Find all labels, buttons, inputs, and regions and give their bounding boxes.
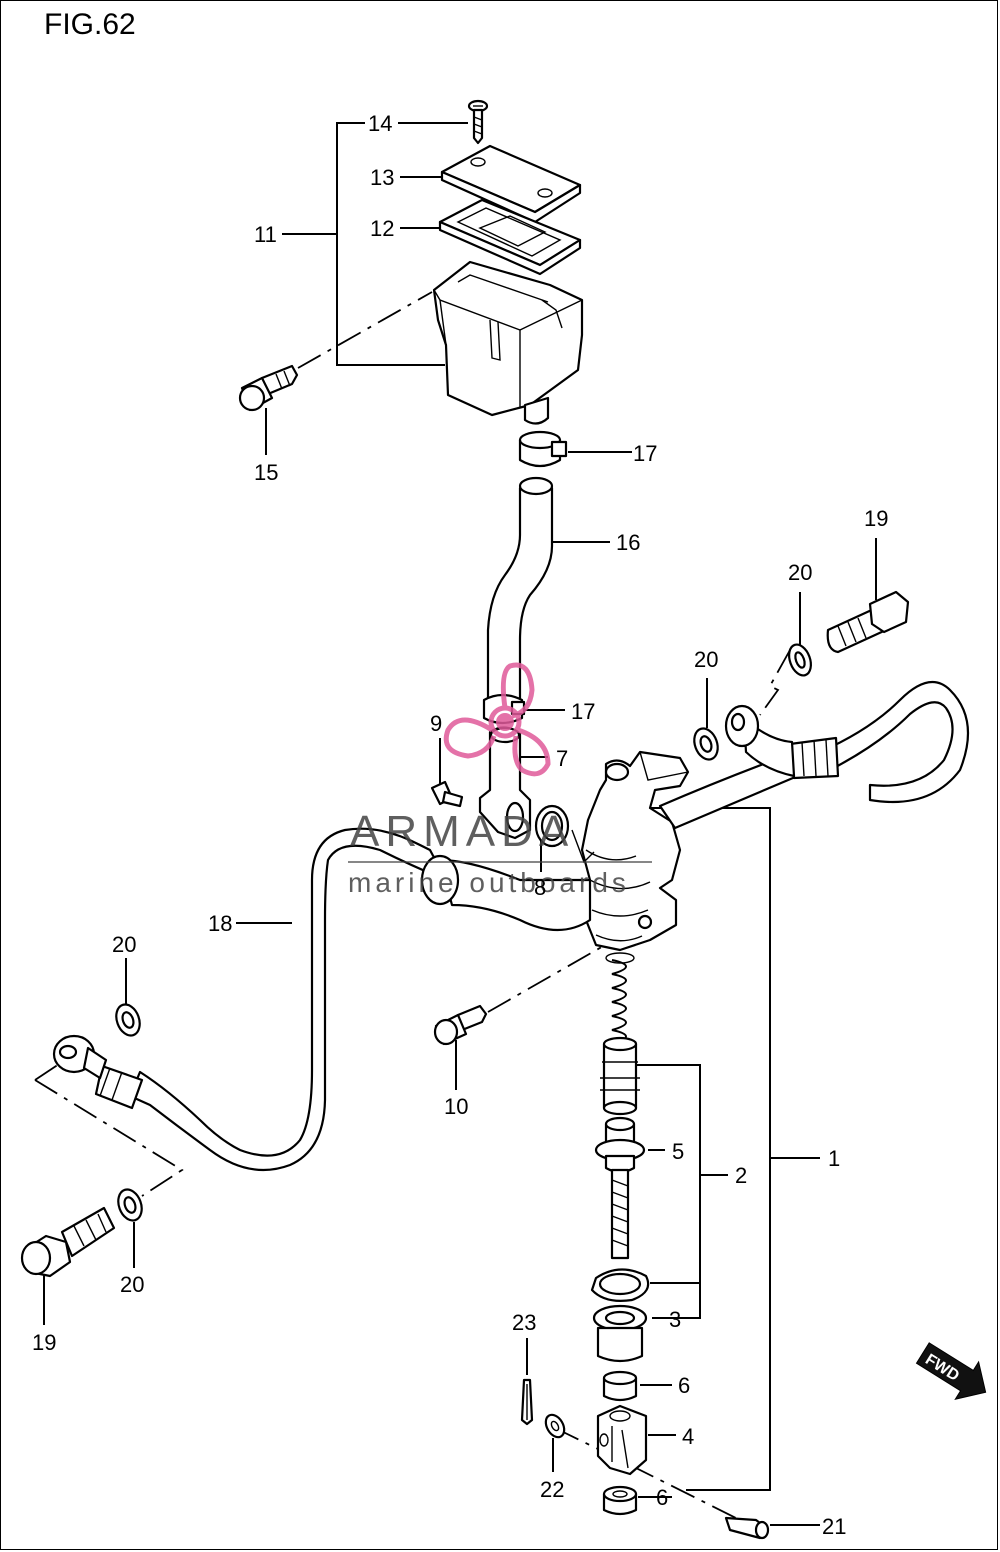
washer-20-c — [115, 1003, 141, 1037]
boot-3 — [592, 1304, 648, 1363]
nut-6-upper — [602, 1370, 638, 1402]
clevis-4 — [596, 1404, 648, 1476]
clamp-17-top — [518, 430, 568, 468]
callout-8: 8 — [534, 875, 546, 900]
callout-4: 4 — [682, 1424, 694, 1449]
callout-3: 3 — [669, 1307, 681, 1332]
callout-9: 9 — [430, 711, 442, 736]
screw-14 — [467, 99, 489, 145]
fwd-arrow-badge: FWD — [915, 1342, 987, 1401]
callout-2: 2 — [735, 1163, 747, 1188]
leader-lines — [43, 122, 877, 1526]
hose-banjo-right — [658, 680, 970, 830]
bolt-15 — [238, 364, 299, 412]
watermark-logo-icon — [443, 662, 551, 777]
callout-1: 1 — [828, 1146, 840, 1171]
callout-12: 12 — [370, 216, 394, 241]
hose-16 — [486, 476, 554, 712]
washer-20-a — [788, 643, 812, 677]
watermark-brand: ARMADA — [350, 807, 574, 856]
push-rod-5 — [594, 1116, 646, 1260]
callout-13: 13 — [370, 165, 394, 190]
callout-14: 14 — [368, 111, 392, 136]
reservoir-tank-11 — [432, 260, 584, 425]
callout-20-c: 20 — [112, 932, 136, 957]
banjo-bolt-19-left — [20, 1206, 116, 1278]
hose-18 — [52, 827, 592, 1172]
callout-23: 23 — [512, 1310, 536, 1335]
callout-10: 10 — [444, 1094, 468, 1119]
callout-16: 16 — [616, 530, 640, 555]
piston-2 — [600, 1036, 640, 1116]
callout-6-lower: 6 — [656, 1485, 668, 1510]
reservoir-cap-13 — [440, 144, 582, 224]
group-bracket-11 — [282, 122, 445, 366]
washer-22 — [544, 1413, 566, 1439]
cotter-pin-23 — [520, 1378, 534, 1426]
callout-5: 5 — [672, 1139, 684, 1164]
callout-17-top: 17 — [633, 441, 657, 466]
callout-20-a: 20 — [788, 560, 812, 585]
watermark-tagline: marine outboards — [348, 867, 630, 898]
watermark: ARMADA marine outboards — [348, 662, 652, 898]
banjo-bolt-19-right — [826, 590, 910, 654]
callout-11: 11 — [254, 222, 277, 247]
group-bracket-2 — [636, 1064, 728, 1319]
washer-20-b — [693, 727, 719, 761]
circlip — [590, 1268, 650, 1302]
callout-7: 7 — [556, 746, 568, 771]
bolt-10 — [433, 1004, 488, 1046]
callout-labels: 14 13 12 11 15 17 16 19 20 20 17 9 7 8 1… — [32, 111, 888, 1539]
diaphragm-12 — [438, 198, 582, 276]
callout-20-b: 20 — [694, 647, 718, 672]
callout-22: 22 — [540, 1477, 564, 1502]
callout-15: 15 — [254, 460, 278, 485]
spring — [605, 952, 635, 1045]
master-cylinder-1 — [571, 750, 690, 952]
screw-9 — [430, 780, 464, 808]
o-ring-8 — [534, 804, 570, 848]
callout-21: 21 — [822, 1514, 846, 1539]
pin-21 — [724, 1516, 770, 1540]
callout-19-right: 19 — [864, 506, 888, 531]
callout-6-upper: 6 — [678, 1373, 690, 1398]
figure-title: FIG.62 — [44, 8, 136, 41]
callout-19-left: 19 — [32, 1330, 56, 1355]
callout-17-lower: 17 — [571, 699, 595, 724]
washer-20-d — [117, 1188, 143, 1222]
callout-18: 18 — [208, 911, 232, 936]
nut-6-lower — [602, 1485, 638, 1516]
callout-20-d: 20 — [120, 1272, 144, 1297]
